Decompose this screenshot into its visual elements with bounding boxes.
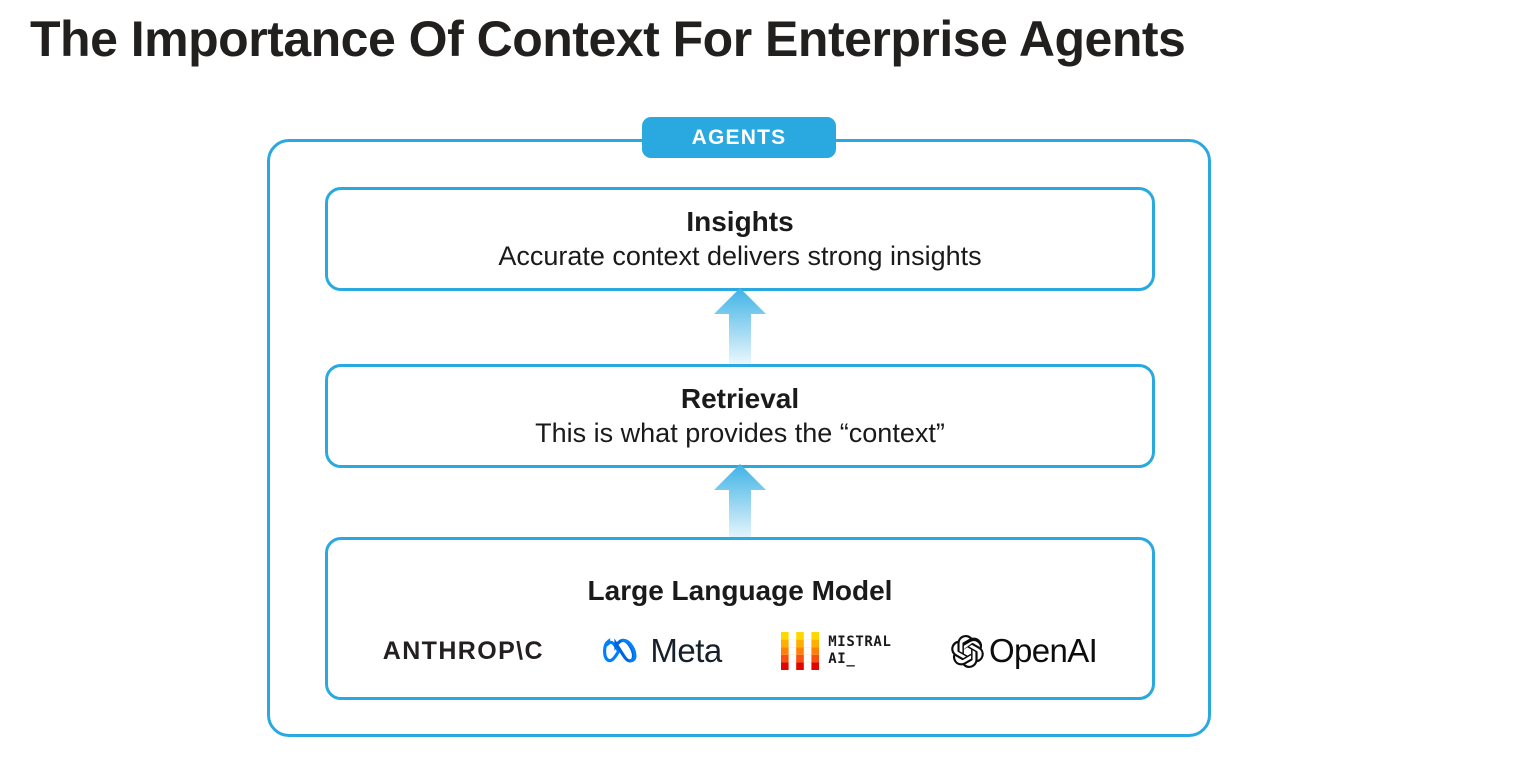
- mistral-m-icon: [781, 632, 820, 670]
- mistral-wordmark-line2: AI_: [828, 651, 856, 667]
- page-title: The Importance Of Context For Enterprise…: [30, 11, 1186, 67]
- layer-title-insights: Insights: [686, 206, 794, 237]
- meta-infinity-icon: [603, 637, 637, 663]
- layer-subtitle-insights: Accurate context delivers strong insight…: [498, 241, 982, 271]
- layer-title-retrieval: Retrieval: [680, 383, 800, 414]
- layer-box-retrieval: Retrieval This is what provides the “con…: [325, 364, 1155, 468]
- mistral-wordmark-line1: MISTRAL: [828, 634, 892, 650]
- openai-wordmark: OpenAI: [988, 632, 1098, 669]
- agents-badge-label: AGENTS: [691, 125, 787, 149]
- anthropic-wordmark: ANTHROP\C: [382, 636, 544, 665]
- agents-badge: AGENTS: [642, 117, 836, 158]
- mistral-wordmark: MISTRAL AI_: [828, 634, 891, 668]
- layer-box-insights: Insights Accurate context delivers stron…: [325, 187, 1155, 291]
- meta-logo: Meta: [603, 625, 722, 677]
- layer-title-large-language-model: Large Language Model: [587, 574, 893, 606]
- vendor-logo-row: ANTHROP\C Meta: [325, 620, 1155, 682]
- openai-blossom-icon: [951, 634, 984, 668]
- anthropic-logo-icon: ANTHROP\C: [383, 625, 544, 677]
- layer-box-large-language-model: Large Language Model: [325, 537, 1155, 700]
- layer-subtitle-retrieval: This is what provides the “context”: [535, 418, 945, 448]
- meta-wordmark: Meta: [650, 632, 722, 669]
- openai-logo: OpenAI: [951, 625, 1098, 677]
- arrow-retrieval-to-insights-icon: [714, 288, 766, 364]
- arrow-llm-to-retrieval-icon: [714, 464, 766, 540]
- mistral-logo: MISTRAL AI_: [781, 625, 891, 677]
